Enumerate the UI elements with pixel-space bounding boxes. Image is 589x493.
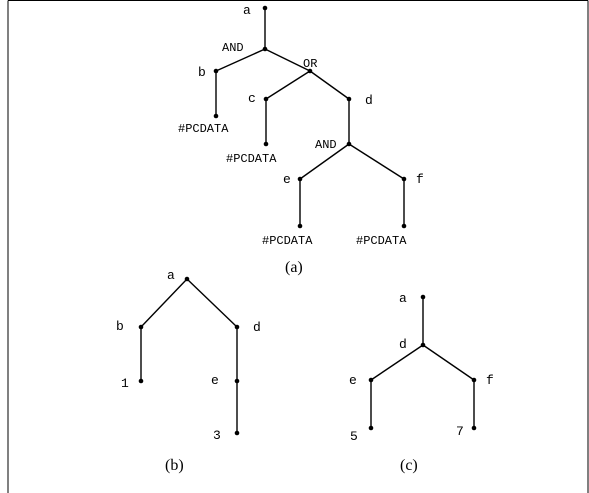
node-b-e	[234, 378, 240, 384]
label-and-top: AND	[222, 41, 244, 55]
node-b-1	[138, 378, 144, 384]
label-c: c	[248, 91, 256, 106]
label-or: OR	[303, 57, 317, 71]
label-b-3: 3	[213, 428, 221, 443]
tree-a: a AND OR b #PCDATA c d #PCDATA AND e f #…	[178, 3, 424, 276]
node-pcdata-c	[263, 141, 269, 147]
node-pcdata-b	[213, 113, 219, 119]
edge-c-d-e	[370, 344, 424, 381]
node-c-f	[471, 377, 477, 383]
node-pcdata-e	[297, 223, 303, 229]
edge-b-a-b	[140, 278, 188, 328]
label-a: a	[243, 3, 251, 18]
caption-b: (b)	[165, 457, 184, 474]
label-f: f	[416, 172, 424, 187]
figure-frame	[7, 0, 589, 493]
edge-and-b	[215, 48, 266, 72]
label-b-1: 1	[121, 376, 129, 391]
edge-b-a-d	[186, 278, 238, 328]
node-c-7	[471, 425, 477, 431]
label-b: b	[198, 65, 206, 80]
label-and-inner: AND	[315, 138, 337, 152]
node-and-top	[262, 46, 268, 52]
node-b-b	[138, 324, 144, 330]
label-b-d: d	[253, 320, 261, 335]
label-c-5: 5	[350, 429, 358, 444]
tree-b: a b d 1 e 3 (b)	[116, 268, 261, 474]
label-b-e: e	[211, 373, 219, 388]
node-c-d	[420, 342, 426, 348]
node-f	[401, 176, 407, 182]
node-c-a	[420, 294, 426, 300]
node-c	[263, 96, 269, 102]
node-b-a	[184, 276, 190, 282]
label-pcdata-e: #PCDATA	[262, 234, 313, 248]
node-d	[346, 96, 352, 102]
label-c-a: a	[399, 291, 407, 306]
edge-and-e	[299, 143, 350, 180]
node-or	[307, 68, 313, 74]
label-pcdata-b: #PCDATA	[178, 122, 229, 136]
tree-c: a d e f 5 7 (c)	[349, 291, 494, 474]
node-e	[297, 176, 303, 182]
label-pcdata-c: #PCDATA	[226, 152, 277, 166]
label-b-b: b	[116, 319, 124, 334]
label-e: e	[283, 172, 291, 187]
node-a	[262, 5, 268, 11]
node-and-inner	[346, 141, 352, 147]
node-c-e	[368, 377, 374, 383]
node-c-5	[368, 425, 374, 431]
edge-c-d-f	[422, 344, 475, 381]
edge-or-d	[309, 70, 350, 100]
label-c-f: f	[486, 373, 494, 388]
caption-c: (c)	[400, 457, 418, 474]
edge-and-or	[264, 48, 311, 72]
edge-and-f	[348, 143, 405, 180]
label-c-d: d	[399, 337, 407, 352]
label-b-a: a	[167, 268, 175, 283]
label-c-e: e	[349, 373, 357, 388]
edge-or-c	[265, 70, 311, 100]
node-b-d	[234, 324, 240, 330]
label-pcdata-f: #PCDATA	[356, 234, 407, 248]
label-c-7: 7	[456, 424, 464, 439]
caption-a: (a)	[285, 259, 303, 276]
node-pcdata-f	[401, 223, 407, 229]
label-d: d	[365, 93, 373, 108]
node-b-3	[234, 430, 240, 436]
node-b	[213, 68, 219, 74]
